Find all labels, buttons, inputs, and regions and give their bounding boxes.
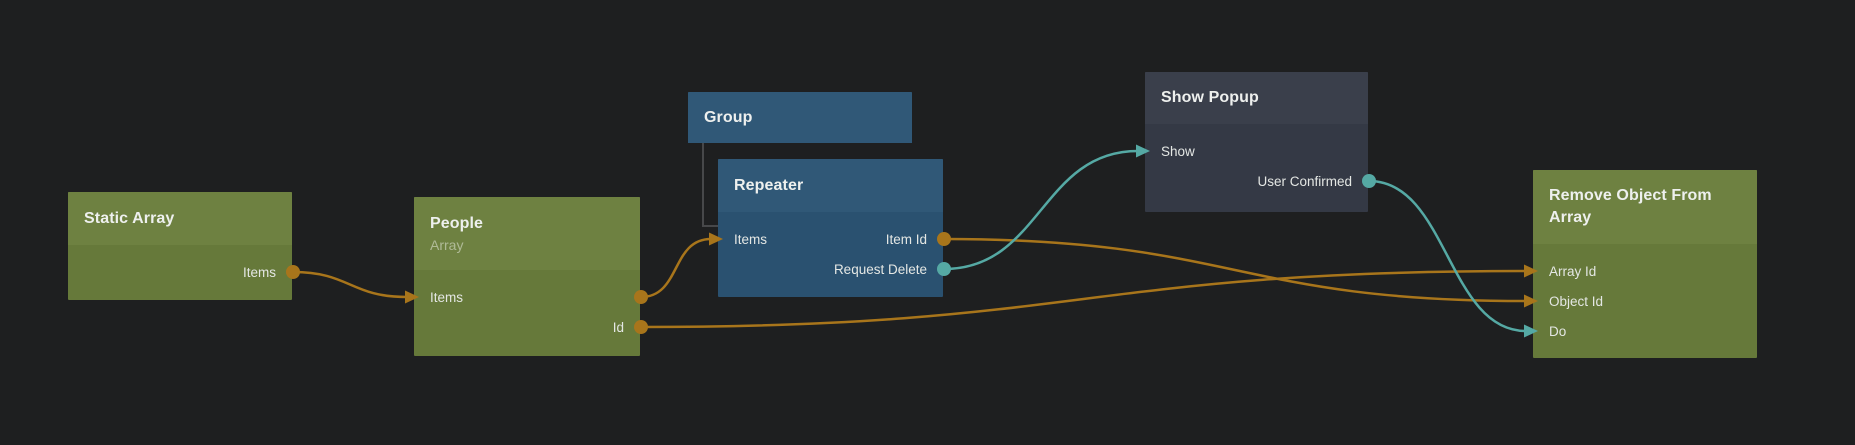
node-body — [688, 143, 912, 155]
node-title: Static Array — [84, 209, 175, 227]
input-port-label[interactable]: Items — [734, 231, 768, 247]
node-header[interactable]: Show Popup — [1145, 72, 1368, 124]
node-body: Items Item Id Request Delete — [718, 212, 943, 284]
input-port-label[interactable]: Do — [1549, 323, 1567, 339]
output-port-label[interactable]: Id — [612, 319, 624, 335]
output-port-label[interactable]: Items — [242, 264, 276, 280]
port-row: Array Id — [1533, 256, 1757, 286]
group-child-link — [702, 143, 718, 227]
node-subtitle: Array — [430, 236, 464, 253]
node-header[interactable]: Group — [688, 92, 912, 143]
port-row: Do — [1533, 316, 1757, 346]
node-title: People — [430, 214, 484, 232]
port-row: Items — [414, 282, 640, 312]
wire-static-array-to-people[interactable] — [292, 270, 408, 299]
output-port-label[interactable]: Item Id — [885, 231, 927, 247]
node-title: Show Popup — [1161, 89, 1259, 106]
port-row: Object Id — [1533, 286, 1757, 316]
port-row: Request Delete — [718, 254, 943, 284]
input-port-label[interactable]: Object Id — [1549, 293, 1604, 309]
port-row: Show — [1145, 136, 1368, 166]
input-port-label[interactable]: Array Id — [1549, 263, 1597, 279]
node-title: Group — [704, 108, 753, 126]
node-body: Array Id Object Id Do — [1533, 244, 1757, 346]
node-header[interactable]: Static Array — [68, 192, 292, 245]
node-header[interactable]: Remove Object From Array — [1533, 170, 1757, 244]
node-body: Items — [68, 245, 292, 287]
node-title: Repeater — [734, 176, 804, 194]
wire-show-popup-to-remove-object-from-array[interactable] — [1368, 179, 1527, 333]
input-port-label[interactable]: Items — [430, 289, 464, 305]
port-row: Id — [414, 312, 640, 342]
input-port-label[interactable]: Show — [1161, 143, 1195, 159]
wire-repeater-to-show-popup[interactable] — [943, 149, 1139, 271]
port-row: Items — [68, 257, 292, 287]
output-port-label[interactable]: User Confirmed — [1257, 173, 1352, 189]
wire-repeater-to-remove-object-from-array[interactable] — [943, 237, 1527, 303]
port-row: Items Item Id — [718, 224, 943, 254]
node-title: Remove Object From Array — [1549, 187, 1712, 226]
wire-people-to-repeater[interactable] — [640, 237, 712, 299]
output-port-label[interactable]: Request Delete — [833, 261, 927, 277]
node-group[interactable]: Group — [688, 92, 912, 143]
port-row: User Confirmed — [1145, 166, 1368, 196]
node-header[interactable]: Repeater — [718, 159, 943, 212]
